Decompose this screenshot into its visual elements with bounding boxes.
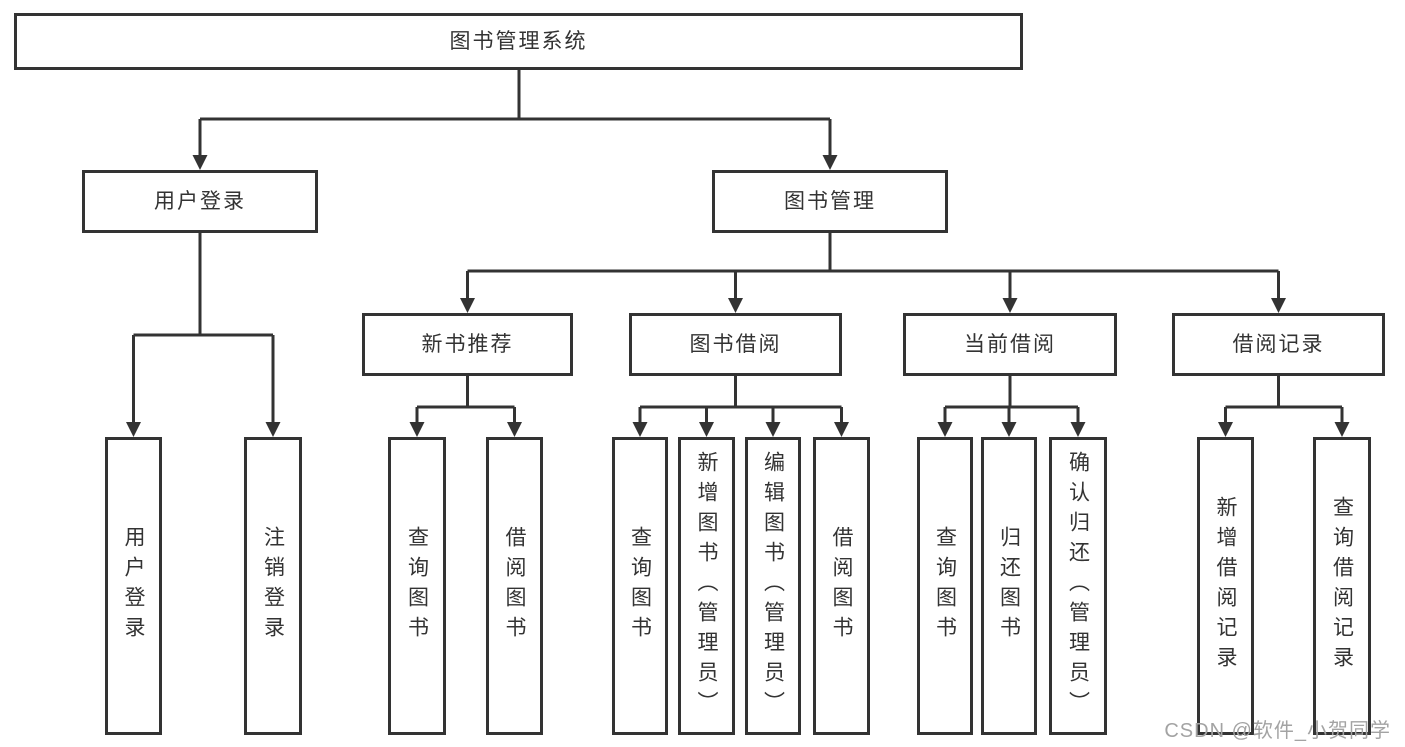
leaf-edit-books-admin: 编辑图书（管理员） <box>745 437 801 735</box>
leaf-query-books-recommend: 查询图书 <box>388 437 446 735</box>
arrowheads <box>126 155 1350 437</box>
node-user-login-label: 用户登录 <box>154 190 246 213</box>
node-current-borrowing: 当前借阅 <box>903 313 1117 376</box>
leaf-query-books-borrowing-label: 查询图书 <box>628 526 652 646</box>
leaf-query-books-current: 查询图书 <box>917 437 973 735</box>
node-user-login: 用户登录 <box>82 170 318 233</box>
leaf-return-books-label: 归还图书 <box>997 526 1021 646</box>
leaf-borrow-books-borrowing-label: 借阅图书 <box>830 526 853 646</box>
leaf-query-books-borrowing: 查询图书 <box>612 437 668 735</box>
node-book-management-label: 图书管理 <box>784 190 876 213</box>
node-book-borrowing-label: 图书借阅 <box>689 333 782 356</box>
leaf-edit-books-admin-label: 编辑图书（管理员） <box>761 451 785 721</box>
leaf-user-login-label: 用户登录 <box>122 526 145 646</box>
leaf-borrow-books-recommend-label: 借阅图书 <box>503 526 526 646</box>
node-borrow-records-label: 借阅记录 <box>1232 333 1325 356</box>
leaf-add-borrow-record: 新增借阅记录 <box>1197 437 1254 735</box>
node-library-management-system: 图书管理系统 <box>14 13 1023 70</box>
node-new-book-recommend-label: 新书推荐 <box>421 333 514 356</box>
leaf-confirm-return-admin-label: 确认归还（管理员） <box>1066 451 1090 721</box>
leaf-borrow-books-recommend: 借阅图书 <box>486 437 543 735</box>
leaf-add-borrow-record-label: 新增借阅记录 <box>1214 496 1237 676</box>
node-new-book-recommend: 新书推荐 <box>362 313 573 376</box>
leaf-return-books: 归还图书 <box>981 437 1037 735</box>
leaf-logout: 注销登录 <box>244 437 302 735</box>
leaf-query-books-current-label: 查询图书 <box>933 526 957 646</box>
leaf-confirm-return-admin: 确认归还（管理员） <box>1049 437 1107 735</box>
leaf-query-borrow-record-label: 查询借阅记录 <box>1330 496 1354 676</box>
node-book-borrowing: 图书借阅 <box>629 313 842 376</box>
leaf-query-borrow-record: 查询借阅记录 <box>1313 437 1371 735</box>
csdn-watermark: CSDN @软件_小贺同学 <box>1164 720 1391 742</box>
node-borrow-records: 借阅记录 <box>1172 313 1385 376</box>
node-library-management-system-label: 图书管理系统 <box>449 30 588 53</box>
leaf-borrow-books-borrowing: 借阅图书 <box>813 437 870 735</box>
node-book-management: 图书管理 <box>712 170 948 233</box>
leaf-logout-label: 注销登录 <box>261 526 285 646</box>
leaf-add-books-admin: 新增图书（管理员） <box>678 437 735 735</box>
leaf-add-books-admin-label: 新增图书（管理员） <box>695 451 718 721</box>
leaf-query-books-recommend-label: 查询图书 <box>405 526 429 646</box>
node-current-borrowing-label: 当前借阅 <box>964 333 1056 356</box>
leaf-user-login: 用户登录 <box>105 437 162 735</box>
